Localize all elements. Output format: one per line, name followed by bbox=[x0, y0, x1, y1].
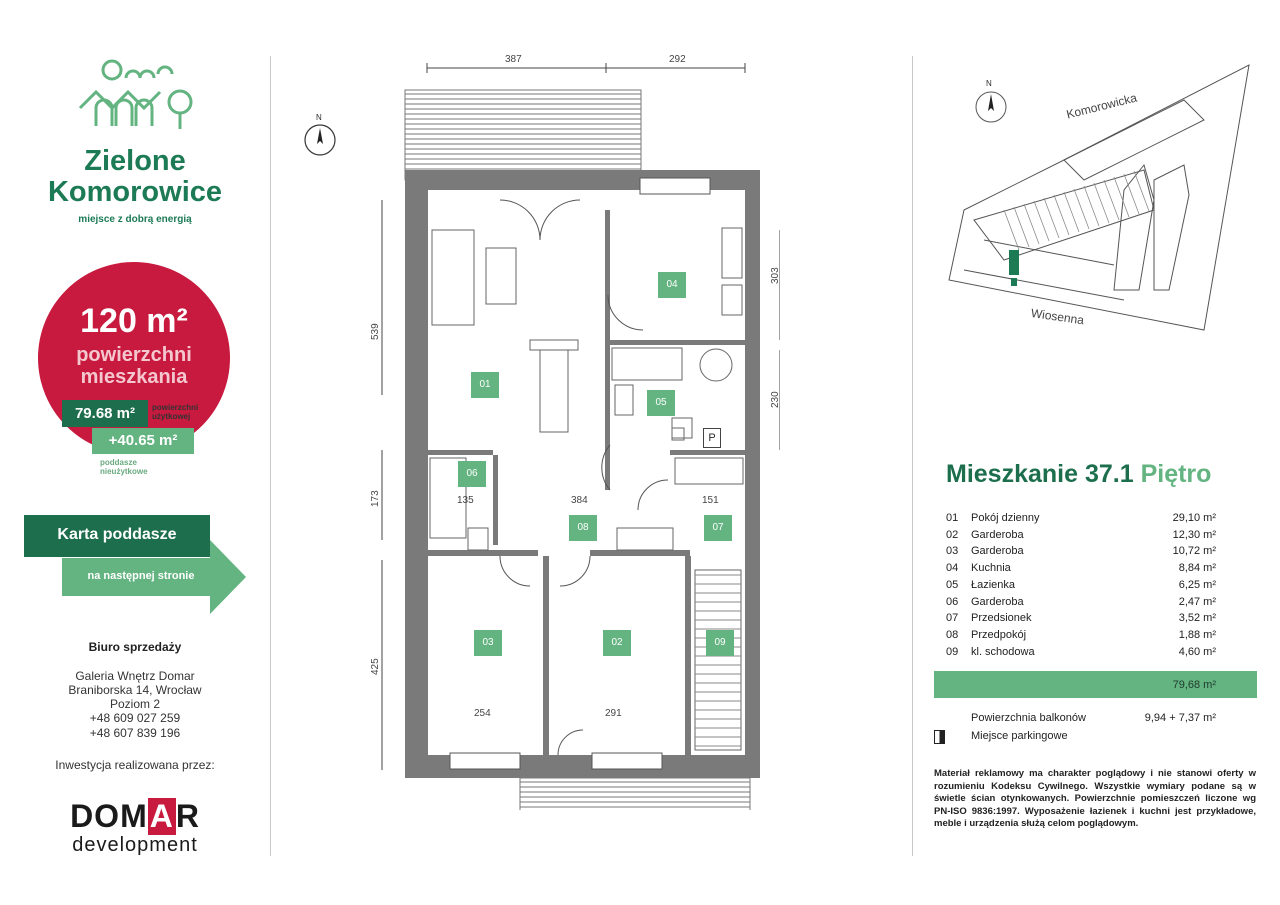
room-row-area: 8,84 m² bbox=[1178, 562, 1216, 575]
room-row: 05 Łazienka 6,25 m² bbox=[946, 577, 1216, 593]
room-row: 02 Garderoba 12,30 m² bbox=[946, 527, 1216, 543]
room-row-number: 07 bbox=[946, 612, 959, 625]
parking-label: Miejsce parkingowe bbox=[971, 730, 1068, 742]
floor-plan bbox=[381, 63, 780, 810]
dimension-label: 173 bbox=[370, 490, 381, 507]
total-area-value: 79,68 m² bbox=[1172, 679, 1216, 691]
room-row-area: 12,30 m² bbox=[1172, 528, 1216, 541]
room-row-number: 01 bbox=[946, 512, 959, 524]
attic-area-label: poddasze nieużytkowe bbox=[100, 458, 148, 476]
room-row-area: 6,25 m² bbox=[1178, 578, 1216, 591]
room-row: 03 Garderoba 10,72 m² bbox=[946, 543, 1216, 559]
office-address-line: Galeria Wnętrz Domar bbox=[75, 669, 195, 683]
balcony-value: 9,94 + 7,37 m² bbox=[1144, 712, 1216, 724]
dimension-label: 539 bbox=[370, 323, 381, 340]
investor-label: Inwestycja realizowana przez: bbox=[55, 758, 215, 772]
room-tag-05[interactable]: 05 bbox=[647, 390, 675, 416]
attic-area: +40.65 m² bbox=[92, 428, 194, 454]
column-divider bbox=[270, 56, 271, 856]
dimension-label: 135 bbox=[457, 495, 474, 506]
usable-area: 79.68 m² bbox=[62, 400, 148, 427]
room-row: 07 Przedsionek 3,52 m² bbox=[946, 610, 1216, 626]
dimension-label: 303 bbox=[770, 267, 781, 284]
brand-title: Zielone Komorowice bbox=[47, 145, 223, 208]
room-row-name: Garderoba bbox=[971, 595, 1024, 608]
room-tag-06[interactable]: 06 bbox=[458, 461, 486, 487]
room-row-name: Kuchnia bbox=[971, 562, 1011, 575]
room-row-number: 09 bbox=[946, 645, 959, 658]
room-row-number: 08 bbox=[946, 628, 959, 641]
dimension-label: 387 bbox=[505, 54, 522, 65]
disclaimer: Materiał reklamowy ma charakter poglądow… bbox=[934, 768, 1256, 829]
room-row-name: Garderoba bbox=[971, 528, 1024, 541]
room-row-name: kl. schodowa bbox=[971, 645, 1035, 658]
brand-logo-icon bbox=[78, 59, 193, 129]
room-tag-02[interactable]: 02 bbox=[603, 630, 631, 656]
domar-logo-sub: development bbox=[72, 834, 198, 856]
office-phone[interactable]: +48 609 027 259 bbox=[89, 711, 181, 725]
brand-tagline: miejsce z dobrą energią bbox=[78, 214, 192, 225]
room-row: 06 Garderoba 2,47 m² bbox=[946, 594, 1216, 610]
room-row-area: 29,10 m² bbox=[1172, 512, 1216, 524]
room-row-area: 1,88 m² bbox=[1178, 628, 1216, 641]
room-row-name: Garderoba bbox=[971, 545, 1024, 558]
room-row-name: Pokój dzienny bbox=[971, 512, 1040, 524]
room-row-area: 10,72 m² bbox=[1172, 545, 1216, 558]
dimension-label: 292 bbox=[669, 54, 686, 65]
room-tag-09[interactable]: 09 bbox=[706, 630, 734, 656]
room-row-number: 06 bbox=[946, 595, 959, 608]
room-row-number: 02 bbox=[946, 528, 959, 541]
next-page-arrow-icon[interactable] bbox=[62, 540, 248, 616]
room-row-area: 3,52 m² bbox=[1178, 612, 1216, 625]
next-page-link[interactable]: na następnej stronie bbox=[87, 570, 195, 582]
office-address-line: Braniborska 14, Wrocław bbox=[68, 683, 202, 697]
dimension-label: 291 bbox=[605, 708, 622, 719]
dimension-label: 425 bbox=[370, 658, 381, 675]
room-row-number: 04 bbox=[946, 562, 959, 575]
room-row-area: 2,47 m² bbox=[1178, 595, 1216, 608]
room-tag-04[interactable]: 04 bbox=[658, 272, 686, 298]
site-compass-n: N bbox=[986, 79, 992, 88]
office-title: Biuro sprzedaży bbox=[88, 640, 182, 654]
dimension-label: 151 bbox=[702, 495, 719, 506]
room-row-area: 4,60 m² bbox=[1178, 645, 1216, 658]
usable-area-label: powierzchni użytkowej bbox=[152, 403, 199, 421]
room-row: 01 Pokój dzienny 29,10 m² bbox=[946, 510, 1216, 526]
room-row-number: 05 bbox=[946, 578, 959, 591]
apartment-title: Mieszkanie 37.1 Piętro bbox=[946, 460, 1212, 488]
room-row: 04 Kuchnia 8,84 m² bbox=[946, 560, 1216, 576]
room-tag-03[interactable]: 03 bbox=[474, 630, 502, 656]
room-row-name: Łazienka bbox=[971, 578, 1016, 591]
total-area: 120 m² bbox=[80, 302, 188, 340]
room-row-number: 03 bbox=[946, 545, 959, 558]
room-tag-08[interactable]: 08 bbox=[569, 515, 597, 541]
site-map bbox=[948, 64, 1250, 331]
parking-p-mark: P bbox=[703, 428, 721, 448]
dimension-label: 384 bbox=[571, 495, 588, 506]
total-area-bar bbox=[934, 671, 1257, 698]
room-row: 08 Przedpokój 1,88 m² bbox=[946, 627, 1216, 643]
dimension-label: 230 bbox=[770, 391, 781, 408]
room-tag-07[interactable]: 07 bbox=[704, 515, 732, 541]
room-tag-01[interactable]: 01 bbox=[471, 372, 499, 398]
domar-logo: DOMAR bbox=[70, 798, 200, 835]
compass-n: N bbox=[316, 113, 322, 122]
office-address-line: Poziom 2 bbox=[109, 697, 161, 711]
room-row: 09 kl. schodowa 4,60 m² bbox=[946, 644, 1216, 660]
total-area-label: powierzchni mieszkania bbox=[76, 344, 192, 388]
dimension-label: 254 bbox=[474, 708, 491, 719]
balcony-label: Powierzchnia balkonów bbox=[971, 712, 1086, 724]
office-phone[interactable]: +48 607 839 196 bbox=[89, 726, 181, 740]
compass-icon bbox=[304, 124, 336, 156]
karta-poddasze-button[interactable]: Karta poddasze bbox=[24, 515, 210, 557]
room-row-name: Przedsionek bbox=[971, 612, 1032, 625]
room-row-name: Przedpokój bbox=[971, 628, 1027, 641]
parking-icon bbox=[934, 730, 945, 744]
column-divider bbox=[912, 56, 913, 856]
